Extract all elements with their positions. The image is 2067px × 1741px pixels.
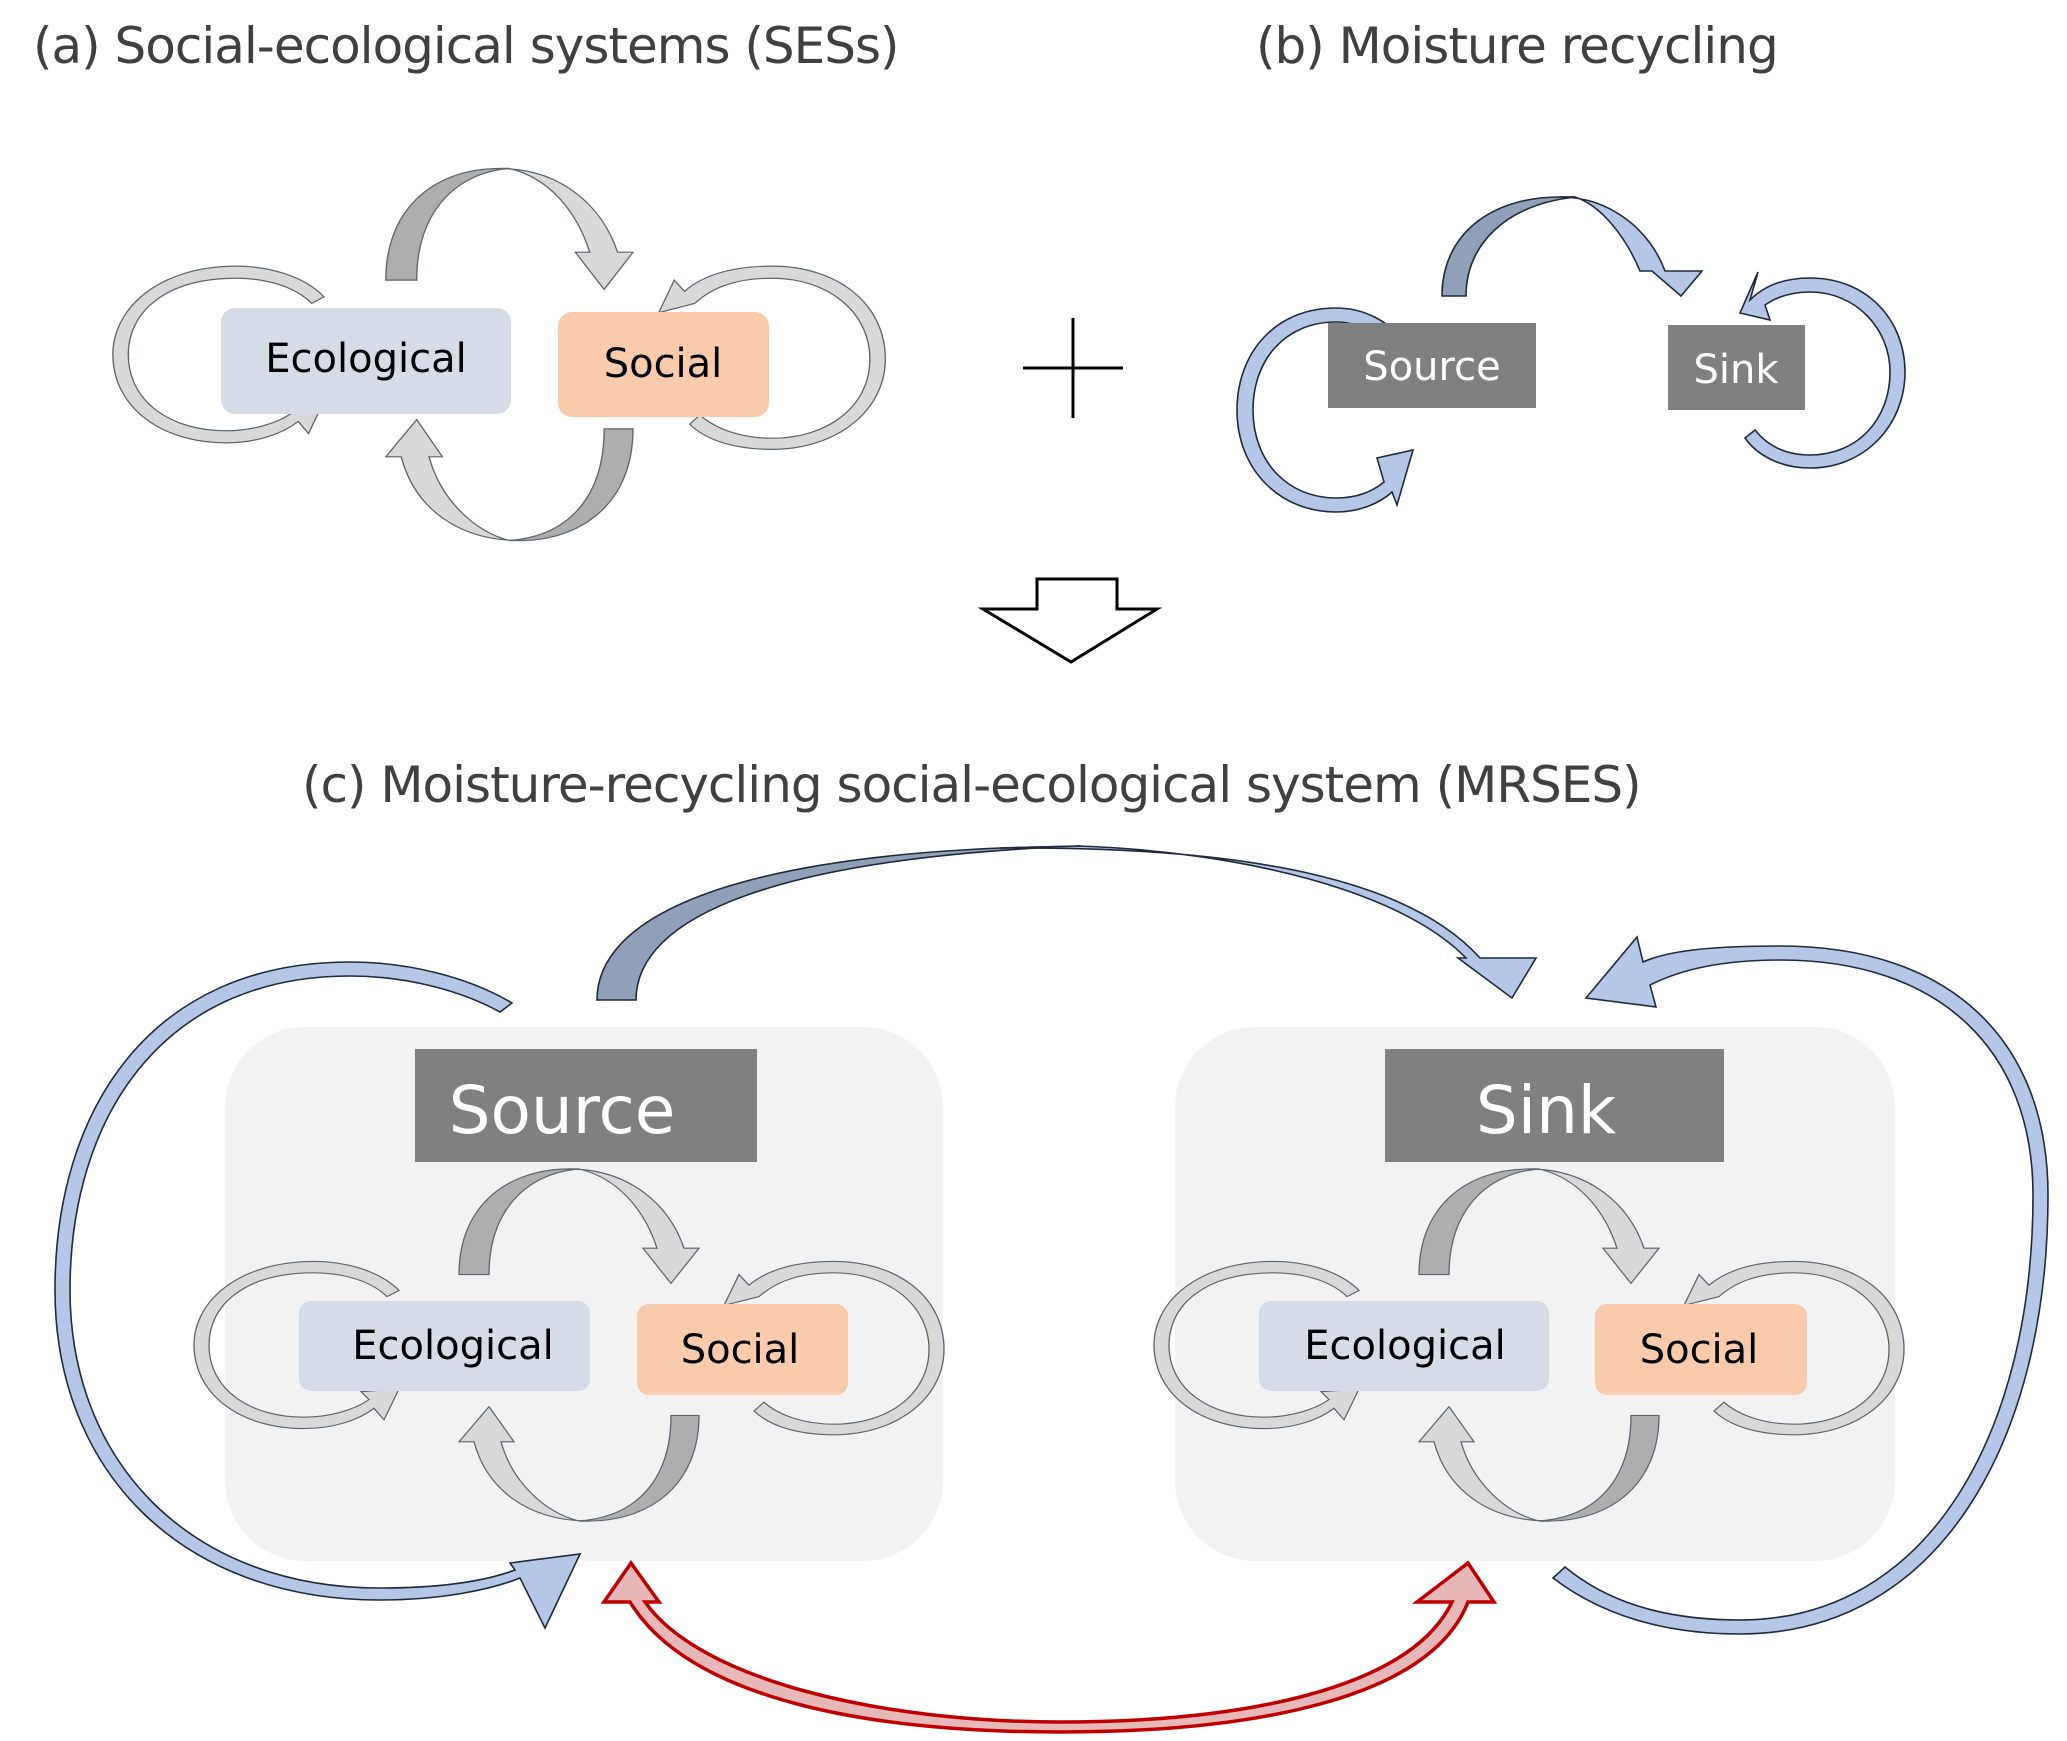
source-ecological-box (299, 1301, 590, 1391)
source-social-label: Social (681, 1327, 800, 1373)
sink-social-label: Social (1640, 1327, 1759, 1373)
source-box (1328, 323, 1536, 408)
panel-b-title: (b) Moisture recycling (1256, 17, 1778, 75)
panel-a-ses-diagram: Ecological Social (112, 167, 887, 542)
moisture-transport-arrow (999, 845, 1538, 1000)
moisture-flow-arrow-shade (1441, 196, 1576, 297)
plus-icon (1023, 318, 1123, 418)
combine-down-arrow-icon (977, 577, 1163, 664)
panel-a-title: (a) Social-ecological systems (SESs) (33, 17, 899, 75)
social-label: Social (604, 341, 723, 387)
social-box (558, 312, 769, 417)
sink-region-label-box (1385, 1049, 1724, 1162)
ecological-box (221, 308, 511, 414)
source-recycling-loop (1236, 307, 1415, 513)
moisture-transport-arrow-shade (596, 845, 1081, 1001)
source-outer-recycling-loop (54, 961, 582, 1630)
source-label: Source (1363, 344, 1500, 390)
sink-region: Sink Ecological Social (1153, 1027, 1905, 1561)
source-region-label-box (415, 1049, 757, 1162)
sink-region-label: Sink (1476, 1072, 1617, 1149)
ecological-label: Ecological (265, 336, 466, 382)
sink-ecological-box (1259, 1301, 1549, 1391)
sink-box (1668, 325, 1805, 410)
panel-b-moisture-diagram: Source Sink (1236, 196, 1906, 513)
sink-ecological-label: Ecological (1304, 1323, 1505, 1369)
source-region: Source Ecological Social (193, 1027, 945, 1561)
sink-social-box (1595, 1304, 1807, 1395)
panel-c-title: (c) Moisture-recycling social-ecological… (302, 756, 1641, 814)
moisture-flow-arrow (1559, 196, 1704, 298)
source-region-panel (225, 1027, 943, 1561)
sink-label: Sink (1693, 347, 1779, 393)
sink-outer-recycling-loop (1551, 935, 2049, 1635)
source-ecological-label: Ecological (352, 1323, 553, 1369)
sink-recycling-loop (1738, 271, 1906, 469)
source-region-label: Source (449, 1072, 676, 1149)
source-social-box (637, 1304, 848, 1395)
teleconnection-arrow (600, 1559, 1498, 1734)
